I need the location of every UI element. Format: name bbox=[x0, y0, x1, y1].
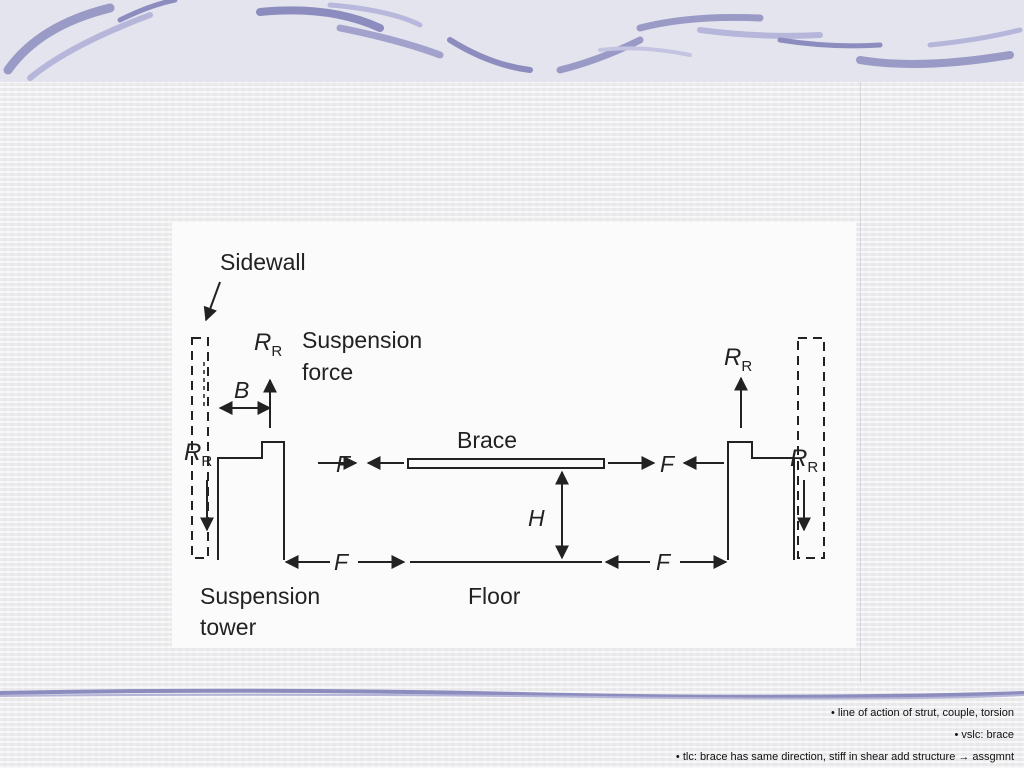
left-sidewall-reaction-label: RR bbox=[184, 439, 212, 470]
note-item: • tlc: brace has same direction, stiff i… bbox=[675, 751, 1014, 763]
floor-label: Floor bbox=[468, 583, 521, 609]
upper-left-f-label: F bbox=[336, 451, 352, 477]
h-dimension-label: H bbox=[528, 505, 545, 531]
suspension-force-label-line1: Suspension bbox=[302, 327, 422, 353]
note-item: • vslc: brace bbox=[954, 729, 1014, 741]
right-margin-strip bbox=[860, 82, 1024, 682]
suspension-tower-label-line1: Suspension bbox=[200, 583, 320, 609]
bottom-swoosh-rule bbox=[0, 684, 1024, 704]
header-decoration bbox=[0, 0, 1024, 82]
lower-right-f-label: F bbox=[656, 549, 672, 575]
right-sidewall-reaction-label: RR bbox=[790, 445, 818, 476]
slide-notes: • line of action of strut, couple, torsi… bbox=[314, 702, 1014, 768]
right-sidewall bbox=[797, 337, 825, 559]
brace-label: Brace bbox=[457, 427, 517, 453]
note-item: • line of action of strut, couple, torsi… bbox=[830, 707, 1014, 719]
upper-right-f-label: F bbox=[660, 451, 676, 477]
b-dimension-label: B bbox=[234, 377, 249, 403]
left-suspension-tower bbox=[217, 441, 285, 560]
lower-left-f-label: F bbox=[334, 549, 350, 575]
sidewall-label: Sidewall bbox=[220, 249, 306, 275]
suspension-tower-label-line2: tower bbox=[200, 614, 257, 640]
brace-bar bbox=[407, 458, 605, 469]
suspension-tower-brace-diagram: Sidewall RR Suspension force B RR RR RR … bbox=[172, 222, 856, 648]
suspension-force-label-line2: force bbox=[302, 359, 353, 385]
right-reaction-top-label: RR bbox=[724, 344, 752, 375]
left-reaction-top-label: RR bbox=[254, 329, 282, 360]
right-suspension-tower bbox=[727, 441, 795, 560]
sidewall-pointer-arrow bbox=[203, 281, 221, 322]
